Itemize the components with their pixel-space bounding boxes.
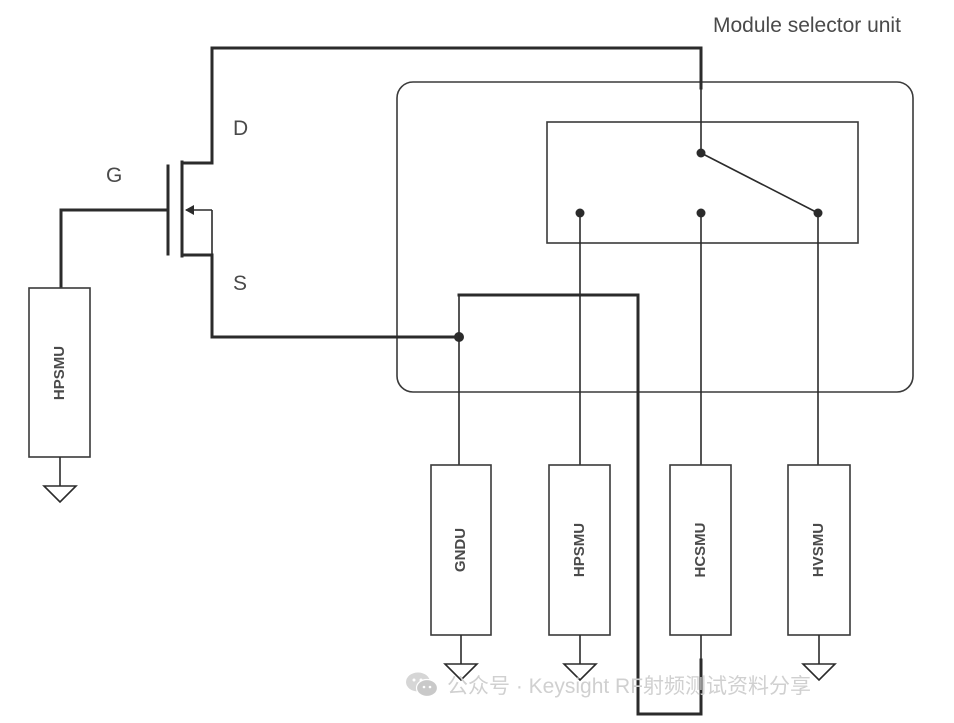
switch-arm — [700, 152, 819, 214]
module-hcsmu: HCSMU — [669, 464, 732, 660]
ground-symbol — [562, 663, 598, 682]
module-gndu: GNDU — [430, 464, 492, 682]
source-wire — [210, 253, 461, 339]
source-label: S — [233, 272, 247, 295]
wechat-icon — [406, 672, 439, 698]
module-label: HPSMU — [571, 523, 588, 577]
watermark-text: 公众号 · Keysight RF射频测试资料分享 — [447, 675, 812, 698]
module-label: HVSMU — [810, 523, 827, 577]
switch-common-terminal — [696, 148, 706, 158]
watermark: 公众号 · Keysight RF射频测试资料分享 — [405, 668, 811, 702]
diagram-title: Module selector unit — [713, 14, 901, 37]
gate-label: G — [106, 164, 122, 187]
ground-symbol — [801, 663, 837, 682]
module-hvsmu: HVSMU — [787, 464, 851, 682]
ground-symbol — [42, 485, 78, 504]
gate-smu-label: HPSMU — [51, 346, 68, 400]
module-label: GNDU — [452, 528, 469, 572]
drain-wire — [210, 46, 703, 165]
loop-wire — [457, 293, 703, 716]
module-label: HCSMU — [692, 523, 709, 578]
module-hpsmu: HPSMU — [548, 464, 611, 682]
gate-wire — [59, 208, 170, 290]
switch-box — [546, 121, 859, 244]
drain-label: D — [233, 117, 248, 140]
mosfet-symbol — [166, 160, 214, 258]
ground-symbol — [443, 663, 479, 682]
